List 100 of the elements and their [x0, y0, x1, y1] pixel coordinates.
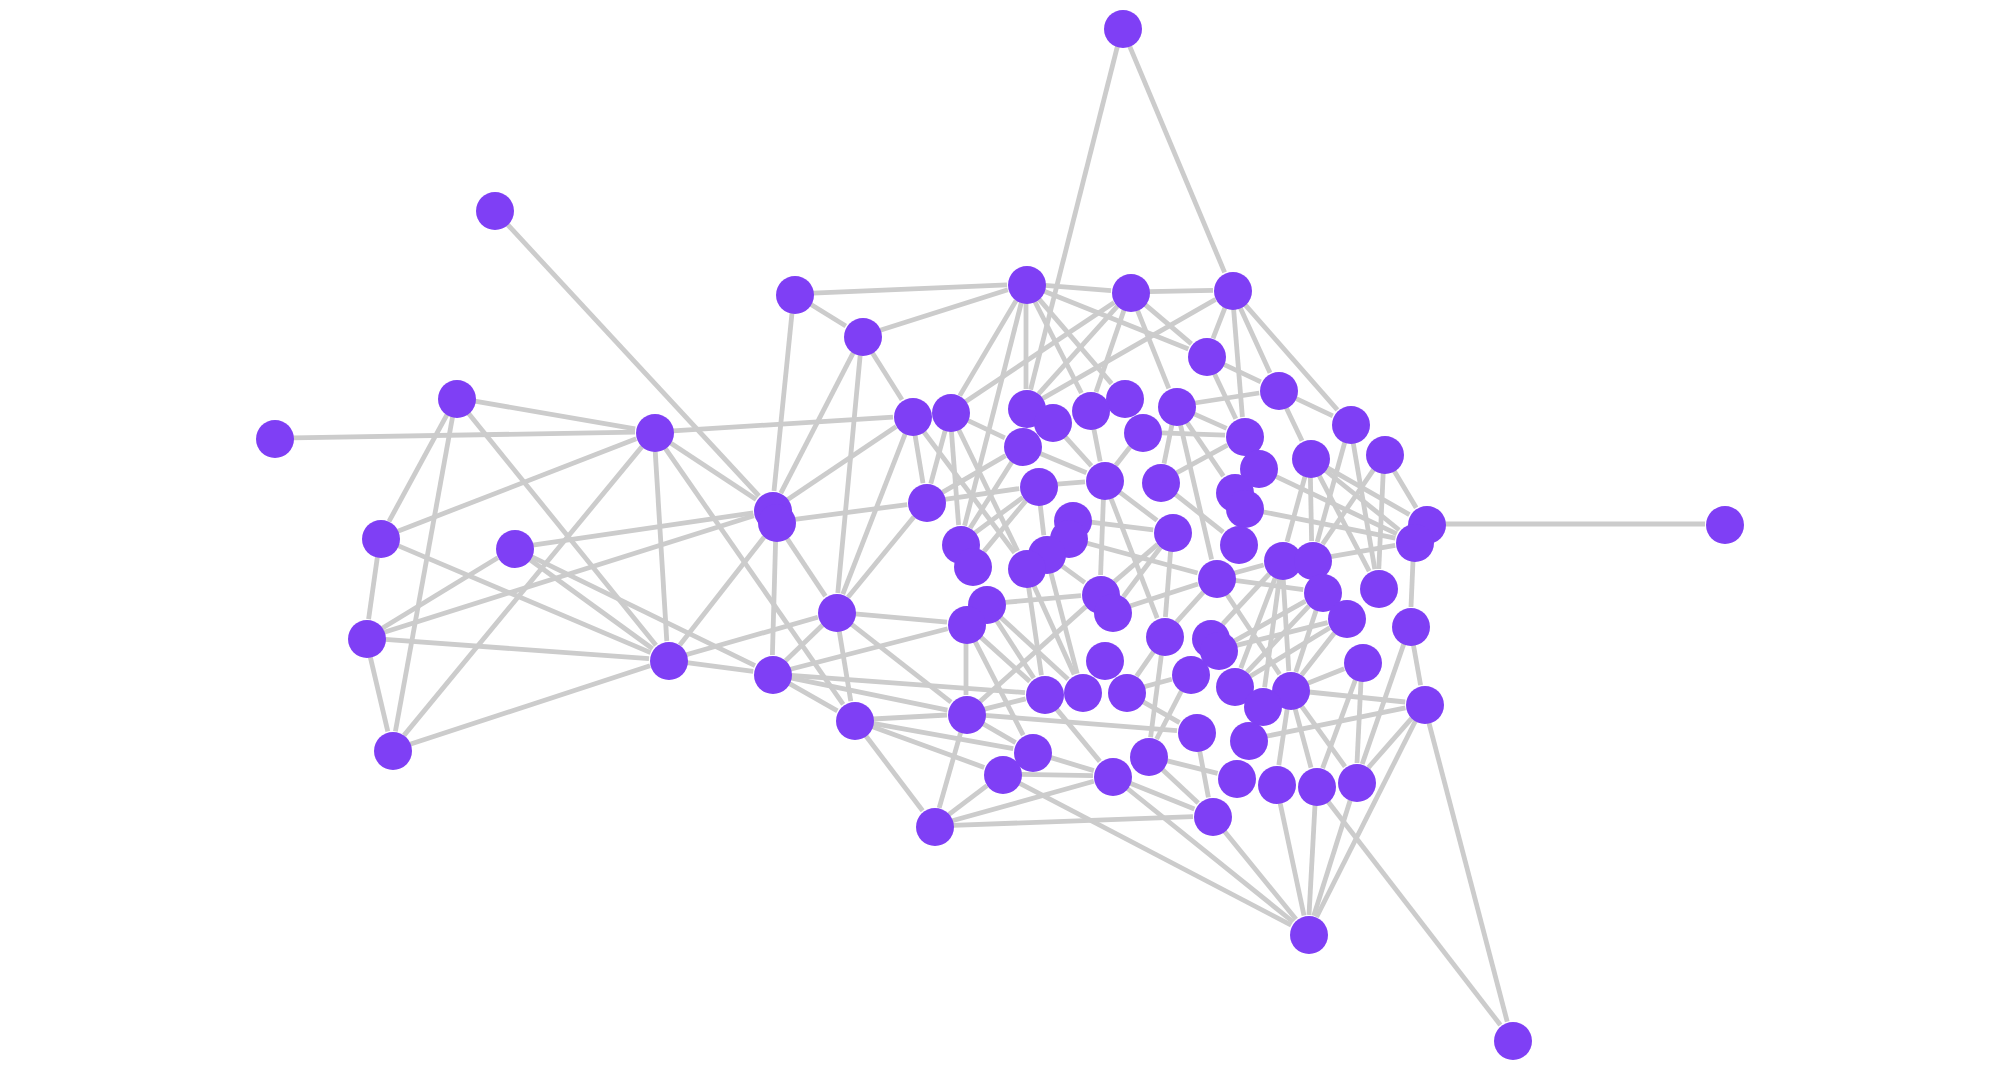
connector-line [912, 434, 926, 484]
connector-line [1056, 479, 1086, 487]
connector-line [367, 656, 391, 732]
graph-node [1225, 489, 1263, 527]
connector-line [1284, 475, 1308, 543]
graph-node [373, 731, 411, 769]
connector-line [1325, 465, 1411, 517]
connector-line [1059, 563, 1087, 585]
connector-line [668, 440, 758, 502]
connector-line [936, 731, 964, 809]
graph-node [1007, 265, 1045, 303]
connector-line [1042, 288, 1190, 352]
connector-line [941, 453, 1007, 495]
connector-line [1426, 721, 1510, 1023]
connector-line [1192, 411, 1228, 431]
connector-line [1212, 372, 1238, 420]
graph-node [1033, 403, 1071, 441]
graph-node [1259, 371, 1297, 409]
connector-line [1148, 654, 1164, 738]
graph-node [1157, 387, 1195, 425]
graph-node [1289, 915, 1327, 953]
connector-line [835, 354, 863, 594]
connector-line [1134, 650, 1156, 678]
connector-line [879, 287, 1009, 333]
connector-line [672, 414, 894, 434]
graph-node [1103, 9, 1141, 47]
connector-line [1098, 498, 1106, 576]
graph-node [817, 593, 855, 631]
connector-line [474, 398, 636, 432]
connector-line [1292, 707, 1314, 769]
connector-line [957, 299, 1019, 397]
connector-line [686, 660, 754, 674]
graph-node [1337, 763, 1375, 801]
graph-node [947, 605, 985, 643]
connector-line [790, 675, 948, 713]
connector-line [863, 733, 925, 813]
graph-node [1177, 713, 1215, 751]
graph-node [475, 191, 513, 229]
graph-node [1331, 405, 1369, 443]
connector-line [685, 614, 819, 658]
connector-line [1408, 560, 1416, 608]
connector-line [778, 351, 856, 495]
connector-line [808, 301, 848, 329]
connector-line [1294, 396, 1334, 418]
connector-line [964, 300, 1116, 404]
connector-line [983, 696, 1027, 712]
graph-node [347, 619, 385, 657]
connector-line [1245, 604, 1311, 674]
connector-line [1117, 489, 1159, 523]
graph-node [1327, 599, 1365, 637]
connector-line [1283, 406, 1305, 442]
graph-node [1405, 685, 1443, 723]
connector-line [1237, 306, 1273, 374]
connector-line [962, 301, 1024, 527]
graph-node [1019, 467, 1057, 505]
connector-line [1222, 362, 1262, 384]
graph-node [1229, 721, 1267, 759]
connector-line [1128, 780, 1196, 812]
graph-node [1297, 767, 1335, 805]
connector-line [846, 515, 916, 599]
graph-node [1293, 541, 1331, 579]
connector-line [1038, 451, 1088, 475]
connector-line [968, 460, 1014, 530]
connector-line [1160, 767, 1200, 805]
graph-node [1141, 463, 1179, 501]
connector-line [1320, 468, 1376, 546]
connector-line [1308, 476, 1314, 542]
graph-node [255, 419, 293, 457]
connector-line [1026, 586, 1044, 676]
connector-line [994, 618, 1036, 680]
graph-node [1123, 413, 1161, 451]
graph-node [907, 483, 945, 521]
connector-line [952, 814, 1194, 828]
connector-line [787, 681, 839, 713]
connector-line [1032, 299, 1084, 395]
connector-line [784, 536, 828, 598]
connector-line [1325, 799, 1503, 1027]
connector-line [1174, 590, 1206, 624]
connector-line [1036, 296, 1114, 386]
connector-line [396, 543, 652, 655]
connector-line [386, 413, 450, 523]
connector-line [928, 429, 948, 485]
connector-line [1036, 304, 1120, 396]
connector-line [1235, 620, 1329, 648]
connector-line [1085, 540, 1199, 576]
connector-line [677, 535, 767, 647]
connector-line [1048, 571, 1080, 675]
graph-node [1705, 505, 1743, 543]
connector-line [1175, 443, 1229, 475]
connector-line [1031, 584, 1077, 676]
connector-line [966, 418, 1006, 440]
connector-line [1121, 545, 1163, 599]
graph-node [1063, 673, 1101, 711]
connector-line [1129, 581, 1199, 609]
graph-node [649, 641, 687, 679]
graph-node [1199, 631, 1237, 669]
connector-line [1274, 474, 1398, 536]
graph-node [753, 655, 791, 693]
connector-line [1330, 543, 1396, 559]
connector-line [1020, 772, 1094, 778]
